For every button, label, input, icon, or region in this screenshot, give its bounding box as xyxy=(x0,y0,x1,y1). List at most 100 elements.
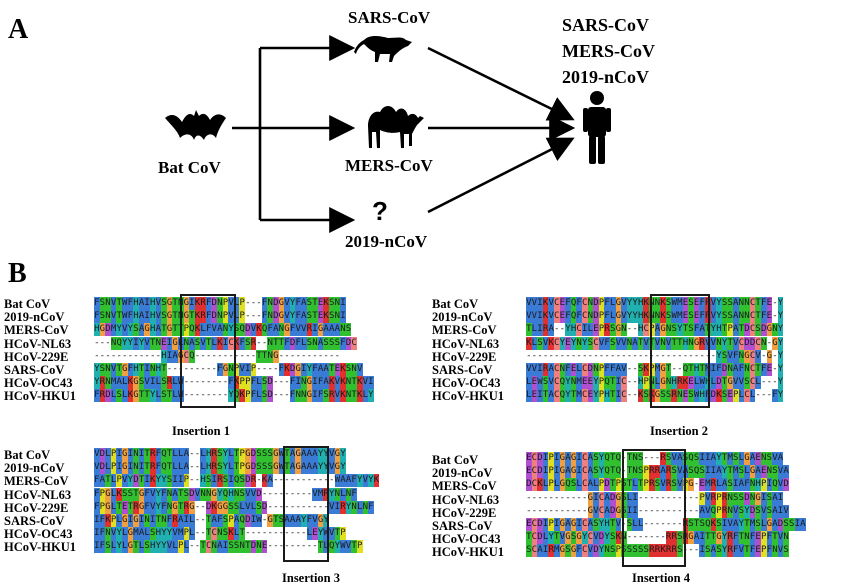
residue: Y xyxy=(559,336,566,350)
residue: S xyxy=(637,452,644,465)
residue: V xyxy=(149,500,156,514)
residue: F xyxy=(604,363,610,376)
residue: A xyxy=(777,452,784,465)
residue: - xyxy=(211,376,218,390)
residue: I xyxy=(144,310,150,324)
residue: Y xyxy=(289,297,296,310)
residue: F xyxy=(205,323,212,337)
residue: C xyxy=(621,376,627,390)
residue: - xyxy=(300,474,307,488)
residue: F xyxy=(604,297,610,310)
residue: - xyxy=(649,518,655,531)
residue: T xyxy=(705,323,711,337)
residue: S xyxy=(654,478,661,492)
seq-name: 2019-nCoV xyxy=(4,461,65,476)
residue: S xyxy=(732,452,739,465)
residue: F xyxy=(127,297,134,310)
residue: K xyxy=(323,297,329,310)
residue: L xyxy=(172,540,178,554)
residue: Q xyxy=(559,376,566,390)
residue: Y xyxy=(94,376,100,390)
residue: - xyxy=(604,349,610,363)
residue: G xyxy=(559,544,566,558)
panel-letter-a: A xyxy=(8,14,29,45)
residue: F xyxy=(749,544,756,558)
residue: L xyxy=(228,461,234,475)
residue: I xyxy=(94,514,100,527)
residue: I xyxy=(177,474,184,488)
residue: V xyxy=(783,504,789,518)
residue: S xyxy=(727,297,733,310)
residue: Y xyxy=(161,474,167,488)
residue: - xyxy=(138,349,145,363)
residue: T xyxy=(172,297,178,310)
residue: - xyxy=(256,527,262,541)
residue: K xyxy=(643,363,650,376)
residue: V xyxy=(110,310,117,324)
residue: - xyxy=(654,531,661,545)
residue: F xyxy=(738,363,745,376)
alignment-row: LEITACQYTMCEYPHTIC--KSKGSSRNESWHFDKSEPLC… xyxy=(526,389,848,403)
residue: D xyxy=(598,531,605,545)
residue: P xyxy=(598,310,605,324)
residue: S xyxy=(261,461,268,475)
residue: S xyxy=(637,363,644,376)
residue: G xyxy=(183,310,190,324)
residue: P xyxy=(760,544,767,558)
residue: Y xyxy=(340,448,346,461)
residue: - xyxy=(688,504,694,518)
residue: F xyxy=(161,487,167,501)
residue: - xyxy=(289,474,296,488)
residue: E xyxy=(121,500,128,514)
seq-name: HCoV-NL63 xyxy=(4,336,72,351)
residue: - xyxy=(278,389,285,403)
residue: E xyxy=(755,452,761,465)
residue: G xyxy=(105,500,111,514)
residue: - xyxy=(217,389,223,403)
residue: L xyxy=(632,518,638,531)
residue: N xyxy=(744,363,750,376)
residue: A xyxy=(99,474,106,488)
residue: F xyxy=(155,461,162,475)
residue: - xyxy=(267,487,273,501)
residue: N xyxy=(727,491,733,505)
residue: - xyxy=(267,527,273,541)
sequence-names-3: Bat CoV 2019-nCoV MERS-CoV HCoV-NL63 HCo… xyxy=(4,448,76,555)
residue: - xyxy=(278,474,285,488)
residue: V xyxy=(94,461,100,475)
residue: L xyxy=(553,478,560,492)
residue: P xyxy=(615,544,622,558)
residue: V xyxy=(665,336,672,350)
residue: N xyxy=(155,336,162,350)
residue: G xyxy=(138,487,145,501)
residue: K xyxy=(239,389,246,403)
residue: V xyxy=(732,376,739,390)
residue: Q xyxy=(239,323,246,337)
residue: D xyxy=(105,323,111,337)
alignment-block-1: FSNVTWFHAIHVSGTNGIKRFDNPVLP---FNDGVYFAST… xyxy=(94,297,412,405)
residue: R xyxy=(699,336,705,350)
residue: V xyxy=(727,349,733,363)
residue: V xyxy=(548,376,554,390)
residue: T xyxy=(205,514,212,527)
residue: I xyxy=(576,465,582,479)
residue: I xyxy=(777,504,784,518)
residue: N xyxy=(362,500,369,514)
alignment-row: -----------GICADGSLI-----------PVRPRNSSD… xyxy=(526,491,848,505)
residue: A xyxy=(565,465,571,479)
residue: H xyxy=(205,448,212,461)
residue: Q xyxy=(693,465,700,479)
residue: - xyxy=(317,349,324,363)
residue: - xyxy=(261,514,268,527)
residue: A xyxy=(138,310,145,324)
residue: W xyxy=(671,310,678,324)
residue: R xyxy=(649,544,655,558)
residue: - xyxy=(677,518,683,531)
residue: F xyxy=(161,500,167,514)
residue: V xyxy=(172,527,178,541)
residue: N xyxy=(744,297,750,310)
residue: G xyxy=(688,478,694,492)
residue: A xyxy=(565,452,571,465)
residue: I xyxy=(300,363,307,376)
residue: Y xyxy=(777,297,784,310)
